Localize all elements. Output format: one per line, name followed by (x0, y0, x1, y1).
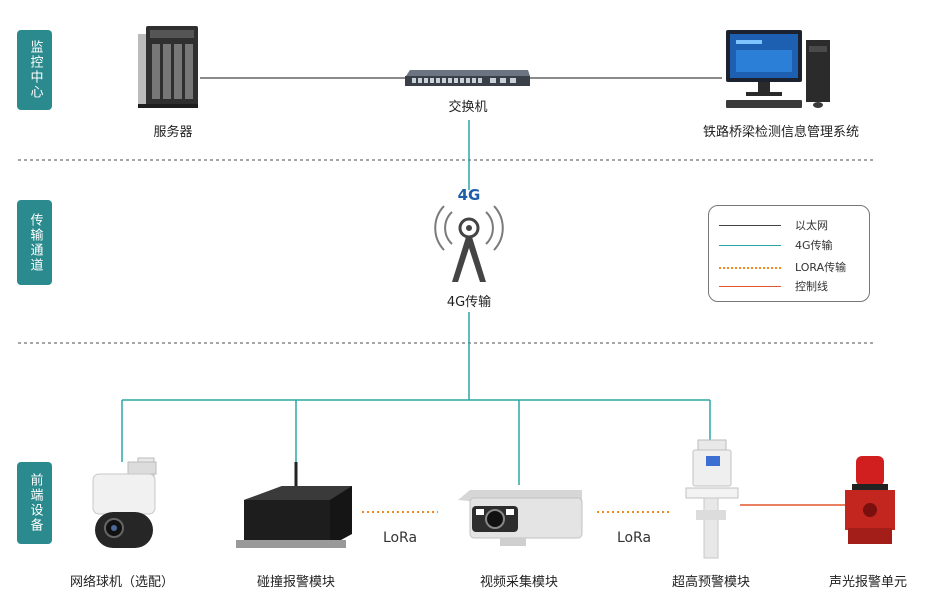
legend-label-ethernet: 以太网 (795, 219, 828, 232)
legend-label-4g: 4G传输 (795, 239, 833, 252)
height-module-label: 超高预警模块 (671, 575, 751, 590)
layer-label-transport: 传输通道 (27, 212, 43, 273)
system-label: 铁路桥梁检测信息管理系统 (702, 125, 860, 140)
legend: 以太网 4G传输 LORA传输 控制线 (708, 205, 870, 302)
lora-label-right: LoRa (616, 530, 652, 546)
layer-tag-frontend: 前端设备 (17, 462, 52, 544)
legend-swatch-ethernet (719, 225, 781, 226)
4g-transport-label: 4G传输 (446, 295, 492, 310)
video-module-label: 视频采集模块 (479, 575, 559, 590)
legend-swatch-lora (719, 267, 781, 269)
server-label: 服务器 (153, 125, 193, 140)
alarm-unit-label: 声光报警单元 (828, 575, 908, 590)
dome-camera-icon (92, 457, 157, 548)
4g-tower-icon (434, 205, 504, 282)
collision-module-label: 碰撞报警模块 (256, 575, 336, 590)
legend-item-lora: LORA传输 (719, 259, 859, 275)
4g-badge: 4G (457, 186, 481, 204)
legend-label-lora: LORA传输 (795, 261, 847, 274)
lora-label-left: LoRa (382, 530, 418, 546)
computer-icon (726, 30, 830, 108)
switch-icon (405, 70, 530, 86)
video-module-icon (458, 490, 583, 546)
legend-label-control: 控制线 (795, 280, 828, 293)
legend-item-ethernet: 以太网 (719, 217, 859, 233)
dome-camera-label: 网络球机（选配） (69, 575, 175, 590)
layer-label-frontend: 前端设备 (27, 473, 43, 533)
layer-tag-transport: 传输通道 (17, 200, 52, 285)
server-icon (138, 26, 198, 108)
legend-item-4g: 4G传输 (719, 237, 859, 253)
switch-label: 交换机 (448, 100, 488, 115)
layer-label-monitor: 监控中心 (27, 40, 43, 100)
collision-module-icon (236, 462, 352, 548)
legend-swatch-4g (719, 245, 781, 246)
legend-item-control: 控制线 (719, 278, 859, 294)
height-module-icon (685, 439, 739, 559)
alarm-unit-icon (845, 456, 895, 544)
legend-swatch-control (719, 286, 781, 287)
layer-tag-monitor: 监控中心 (17, 30, 52, 110)
